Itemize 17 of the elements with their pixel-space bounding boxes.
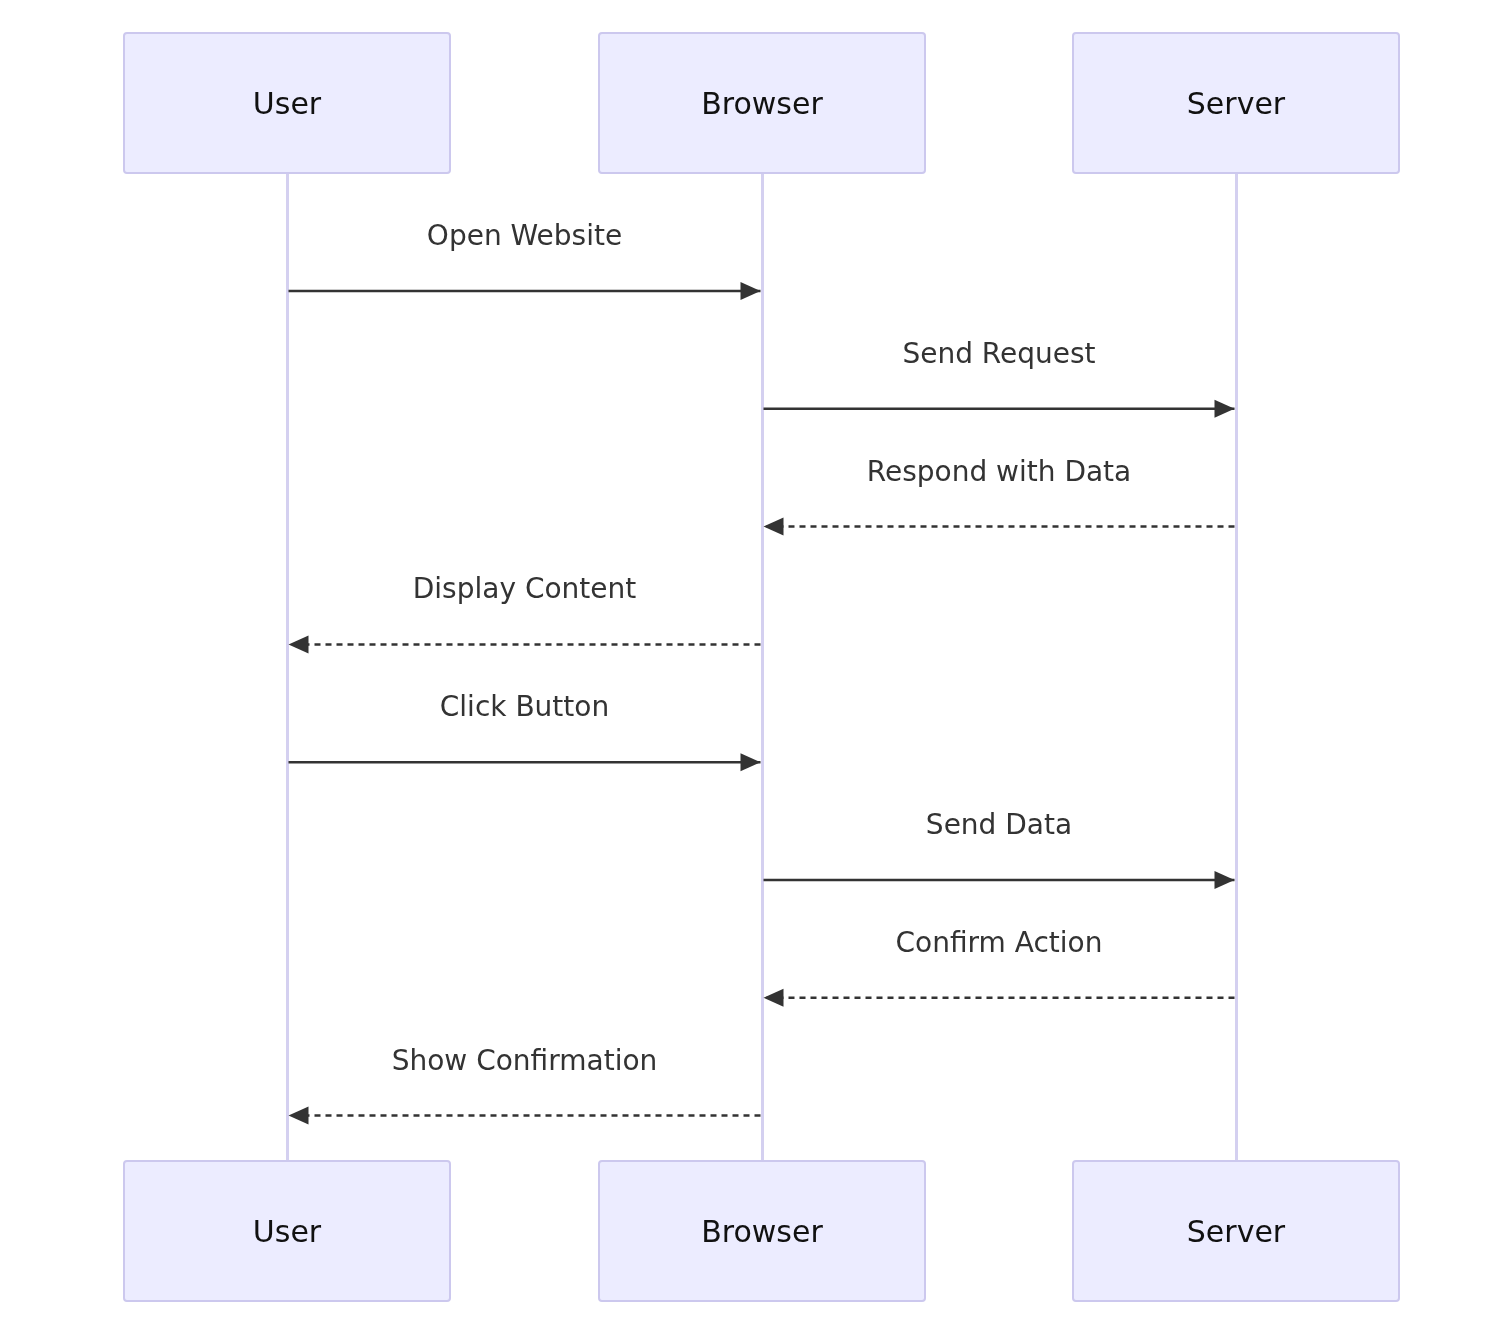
message-arrow <box>288 282 761 300</box>
message-arrow <box>763 988 1235 1007</box>
participant-box: Browser <box>598 1160 926 1302</box>
participant-box: User <box>123 1160 451 1302</box>
lifeline <box>1234 174 1238 1160</box>
lifeline <box>285 174 289 1160</box>
message-arrow <box>288 1106 761 1125</box>
message-arrow <box>763 517 1235 536</box>
lifeline <box>760 174 764 1160</box>
message-arrow <box>288 753 761 772</box>
participant-box: Server <box>1072 32 1400 174</box>
participant-box: Server <box>1072 1160 1400 1302</box>
message-arrow <box>763 399 1235 418</box>
participant-box: User <box>123 32 451 174</box>
message-arrow <box>288 635 761 654</box>
message-arrow <box>763 871 1235 889</box>
participant-box: Browser <box>598 32 926 174</box>
